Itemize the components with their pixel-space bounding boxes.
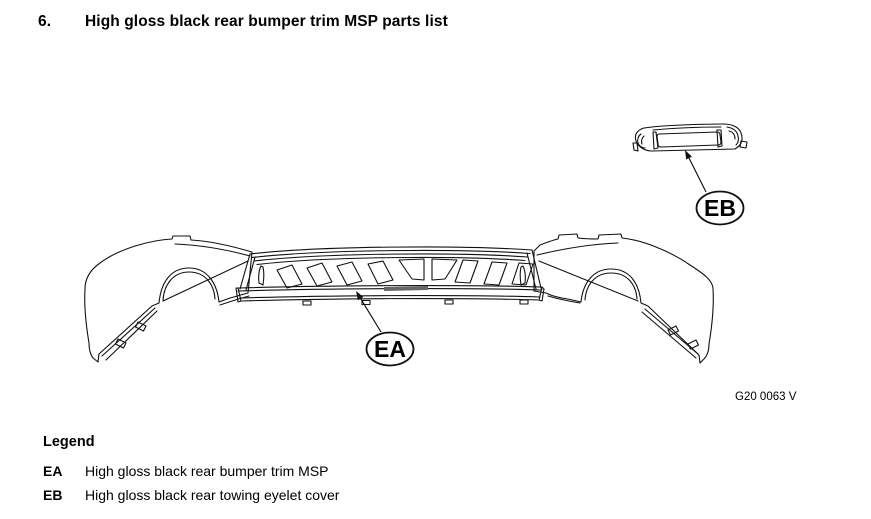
page-title: High gloss black rear bumper trim MSP pa… [85,13,448,30]
callout-ea-label: EA [374,336,406,362]
callout-eb: EB [685,150,745,226]
callout-ea-leader-line [360,298,382,333]
mold-mark [384,286,428,291]
towing-eyelet-cover-drawing [632,123,748,152]
bumper-trim-drawing [84,233,714,364]
legend-row-eb: EB High gloss black rear towing eyelet c… [43,483,339,507]
callout-ea-arrowhead [356,291,364,301]
callout-ea: EA [356,291,415,367]
section-number: 6. [38,13,52,30]
legend-description-ea: High gloss black rear bumper trim MSP [85,463,329,479]
callout-eb-arrowhead [685,150,692,160]
legend-code-ea: EA [43,463,63,479]
callout-ea-ellipse [365,331,415,367]
legend: Legend EA High gloss black rear bumper t… [43,433,339,507]
legend-title: Legend [43,434,95,450]
callout-eb-label: EB [704,195,736,221]
figure-code: G20 0063 V [735,391,797,403]
callout-eb-ellipse [695,190,745,226]
legend-description-eb: High gloss black rear towing eyelet cove… [85,487,340,503]
legend-code-eb: EB [43,487,63,503]
section-heading: 6. High gloss black rear bumper trim MSP… [38,13,448,31]
legend-row-ea: EA High gloss black rear bumper trim MSP [43,459,339,483]
callout-eb-leader-line [688,157,707,193]
